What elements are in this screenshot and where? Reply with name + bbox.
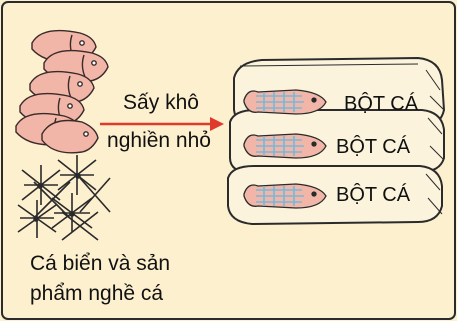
fish-pile-illustration (15, 29, 109, 154)
bag-fish-logo (243, 89, 327, 209)
fish-scraps-illustration (17, 155, 111, 241)
process-label-2: nghiền nhỏ (94, 128, 224, 153)
bag-label-2: BỘT CÁ (336, 136, 411, 158)
bag-label-1: BỘT CÁ (344, 93, 419, 115)
process-label: Sấy khô (106, 90, 216, 115)
fish-meal-bag-3 (227, 165, 443, 226)
process-line-1: Sấy khô (123, 91, 199, 114)
source-caption-line-2: phẩm nghề cá (30, 282, 164, 305)
process-line-2: nghiền nhỏ (107, 129, 211, 152)
process-arrow (100, 117, 224, 131)
source-caption-line-1: Cá biển và sản (30, 252, 171, 275)
bag-label-3: BỘT CÁ (336, 184, 411, 206)
